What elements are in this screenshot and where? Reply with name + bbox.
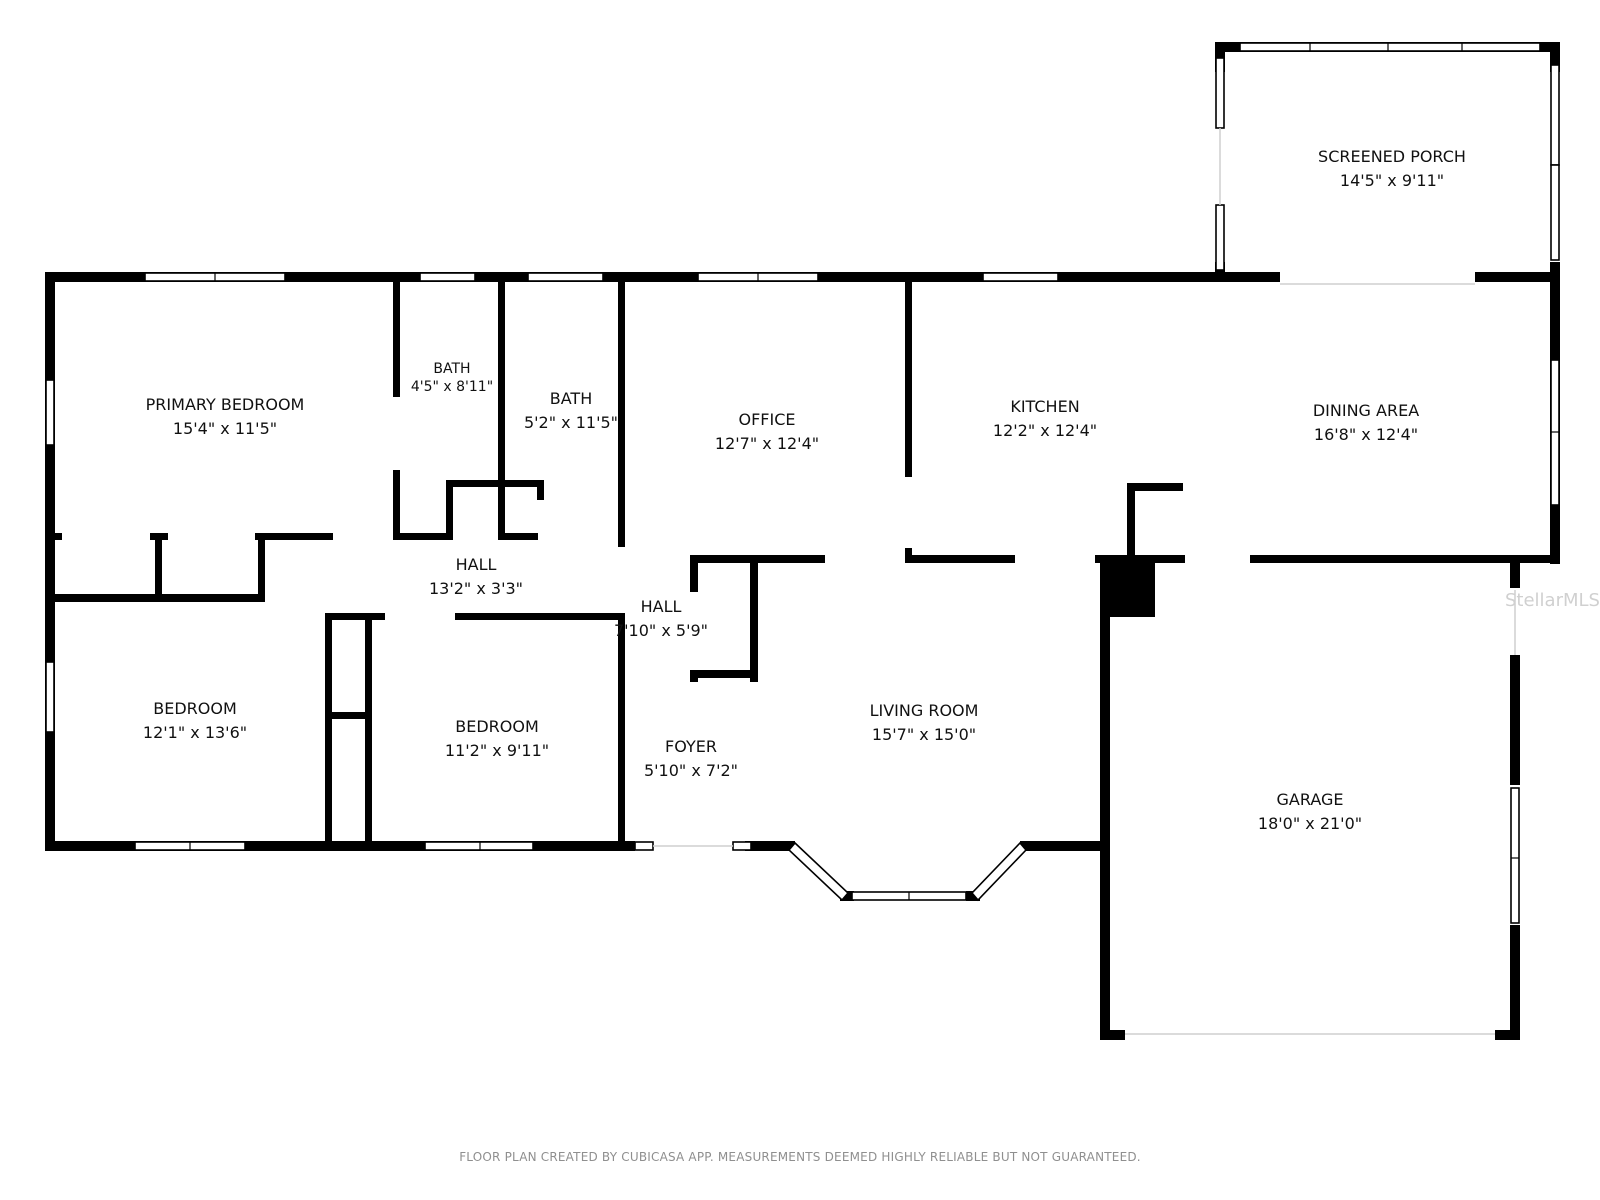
room-size: 15'7" x 15'0" [871,725,977,744]
room-garage: GARAGE 18'0" x 21'0" [1258,788,1362,836]
room-size: 18'0" x 21'0" [1257,814,1363,833]
room-size: 15'4" x 11'5" [172,419,278,438]
room-size: 12'1" x 13'6" [142,723,248,742]
room-size: 5'10" x 7'2" [643,761,739,780]
room-bath-2: BATH 5'2" x 11'5" [524,387,618,435]
room-name: SCREENED PORCH [1318,147,1466,166]
room-name: BEDROOM [455,717,539,736]
footer-disclaimer: FLOOR PLAN CREATED BY CUBICASA APP. MEAS… [459,1150,1141,1164]
room-primary-bedroom: PRIMARY BEDROOM 15'4" x 11'5" [146,393,305,441]
room-name: BEDROOM [153,699,237,718]
watermark: StellarMLS [1505,590,1600,611]
room-kitchen: KITCHEN 12'2" x 12'4" [993,395,1097,443]
windows [45,42,1560,1035]
room-name: HALL [455,555,497,574]
room-size: 12'2" x 12'4" [992,421,1098,440]
room-name: BATH [433,361,471,377]
room-name: DINING AREA [1312,401,1420,420]
room-name: FOYER [665,737,717,756]
room-living-room: LIVING ROOM 15'7" x 15'0" [870,699,979,747]
room-size: 14'5" x 9'11" [1339,171,1445,190]
room-bath-1: BATH 4'5" x 8'11" [411,360,493,396]
room-hall-1: HALL 13'2" x 3'3" [429,553,523,601]
room-name: HALL [640,597,682,616]
room-screened-porch: SCREENED PORCH 14'5" x 9'11" [1318,145,1466,193]
room-name: OFFICE [738,410,796,429]
room-size: 11'2" x 9'11" [444,741,550,760]
room-size: 5'2" x 11'5" [523,413,619,432]
room-name: LIVING ROOM [869,701,979,720]
room-office: OFFICE 12'7" x 12'4" [715,408,819,456]
room-dining-area: DINING AREA 16'8" x 12'4" [1313,399,1419,447]
room-size: 7'10" x 5'9" [613,621,709,640]
room-name: GARAGE [1276,790,1344,809]
room-foyer: FOYER 5'10" x 7'2" [644,735,738,783]
room-name: KITCHEN [1010,397,1080,416]
room-size: 16'8" x 12'4" [1313,425,1419,444]
room-hall-2: HALL 7'10" x 5'9" [614,595,708,643]
room-bedroom-1: BEDROOM 12'1" x 13'6" [143,697,247,745]
room-name: PRIMARY BEDROOM [145,395,305,414]
room-size: 4'5" x 8'11" [410,379,494,395]
room-size: 12'7" x 12'4" [714,434,820,453]
room-bedroom-2: BEDROOM 11'2" x 9'11" [445,715,549,763]
room-size: 13'2" x 3'3" [428,579,524,598]
room-name: BATH [549,389,593,408]
